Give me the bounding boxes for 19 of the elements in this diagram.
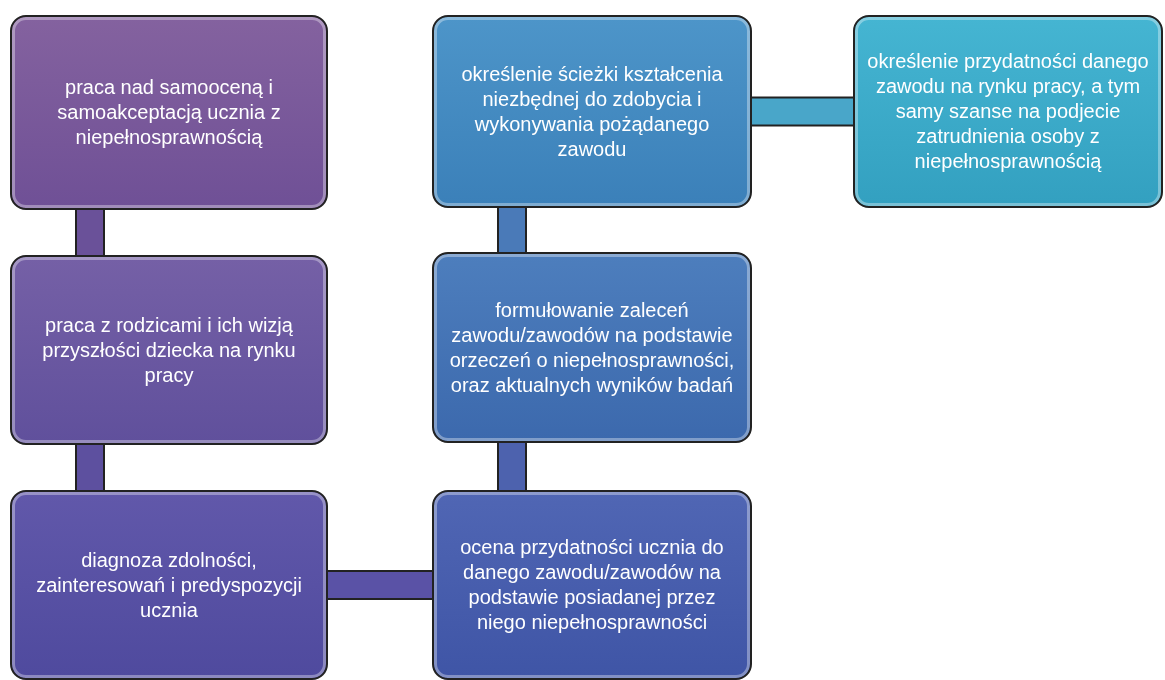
box-text: praca z rodzicami i ich wizją przyszłości dziecka na rynku pracy <box>41 312 297 388</box>
box-text: określenie ścieżki kształcenia niezbędnej do zdobycia i wykonywania pożądanego zawodu <box>460 61 724 162</box>
process-box <box>10 15 328 210</box>
box-text: praca nad samooceną i samoakceptacją ucznia z niepełnosprawnością <box>56 75 282 150</box>
connector-bar <box>75 445 105 490</box>
process-box <box>432 15 752 208</box>
process-box <box>10 490 328 680</box>
process-box <box>432 490 752 680</box>
box-text: formułowanie zaleceń zawodu/zawodów na podstawie orzeczeń o niepełnosprawności, oraz aktualnych wyników badań <box>448 297 736 398</box>
connector-bar <box>497 208 527 252</box>
connector-bar <box>75 210 105 255</box>
process-box <box>10 255 328 445</box>
connector-bar <box>328 570 432 600</box>
box-text: diagnoza zdolności, zainteresowań i predyspozycji ucznia <box>35 547 303 623</box>
connector-bar <box>752 96 853 127</box>
box-text: ocena przydatności ucznia do danego zawodu/zawodów na podstawie posiadanej przez niego niepełnosprawności <box>459 535 725 635</box>
process-box <box>853 15 1163 208</box>
box-text: określenie przydatności danego zawodu na rynku pracy, a tym samy szanse na podjecie zatrudnienia osoby z niepełnosprawnością <box>866 49 1150 174</box>
process-box <box>432 252 752 443</box>
